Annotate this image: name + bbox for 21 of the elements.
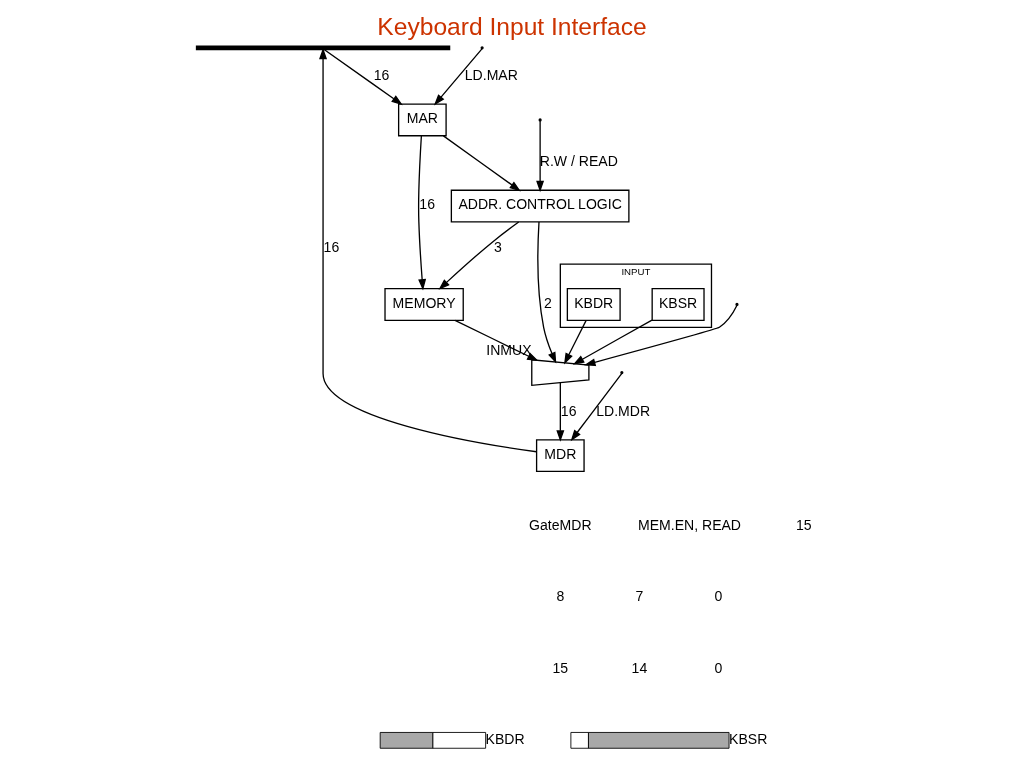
node-label: KBDR	[485, 730, 525, 747]
label: 15	[795, 517, 812, 534]
label: GateMDR	[529, 517, 592, 534]
diagram-title: Keyboard Input Interface	[377, 13, 647, 41]
node-label: KBSR	[729, 730, 768, 747]
label: 7	[635, 588, 644, 605]
label: 0	[714, 659, 723, 676]
edge-label: 16	[373, 67, 390, 84]
edge-label: LD.MAR	[464, 67, 518, 84]
edge-label: 16	[323, 239, 340, 256]
label: 8	[556, 588, 565, 605]
label: 15	[552, 659, 569, 676]
edge-label: 3	[494, 239, 502, 256]
edge-label: 16	[419, 196, 436, 213]
edge-label: 2	[544, 294, 552, 311]
edge-label: 16	[560, 402, 577, 419]
label: 14	[631, 659, 648, 676]
edge-label: LD.MDR	[596, 402, 651, 419]
edge-label: R.W / READ	[539, 153, 618, 170]
label: MEM.EN, READ	[638, 517, 742, 534]
label: 0	[714, 588, 723, 605]
